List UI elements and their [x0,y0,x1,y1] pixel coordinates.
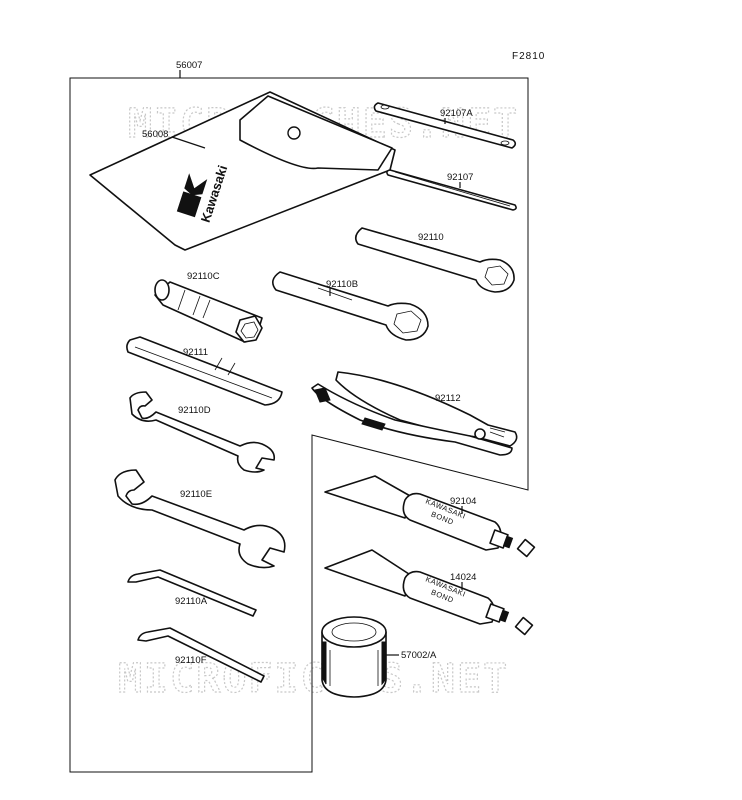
label-92107: 92107 [447,172,473,183]
label-92110F: 92110F [175,655,207,666]
tool-92110 [354,227,515,293]
tool-92107A [373,102,517,149]
tool-14024: KAWASAKI BOND [324,549,534,636]
tool-92110B [272,271,429,341]
tool-92111 [126,336,283,406]
label-92112: 92112 [435,393,461,404]
watermark-bottom: MICROFICHES.NET [118,656,509,702]
tool-92107 [386,169,517,211]
leader-56008 [171,136,206,149]
label-92110C: 92110C [187,271,220,282]
label-92110B: 92110B [326,279,358,290]
kit-boundary [69,77,529,773]
label-56007: 56007 [176,60,202,71]
tool-92110C [154,279,263,343]
tool-92110D [129,391,276,473]
label-92110E: 92110E [180,489,212,500]
label-57002A: 57002/A [401,650,437,661]
label-92111: 92111 [183,347,208,358]
label-92110D: 92110D [178,405,211,416]
tool-pouch: Kawasaki [89,91,396,251]
tool-92110A [127,569,257,617]
label-56008: 56008 [142,129,168,140]
label-92107A: 92107A [440,108,473,119]
tool-92112 [311,371,518,456]
label-92104: 92104 [450,496,476,507]
label-14024: 14024 [450,572,476,583]
tool-92110E [114,469,286,569]
tool-57002A [321,616,387,698]
tool-92110F [137,627,265,683]
tool-92104: KAWASAKI BOND [324,475,536,558]
figure-code: F2810 [512,51,545,62]
label-92110A: 92110A [175,596,208,607]
label-92110: 92110 [418,232,444,243]
pouch-snap-button [287,126,301,140]
